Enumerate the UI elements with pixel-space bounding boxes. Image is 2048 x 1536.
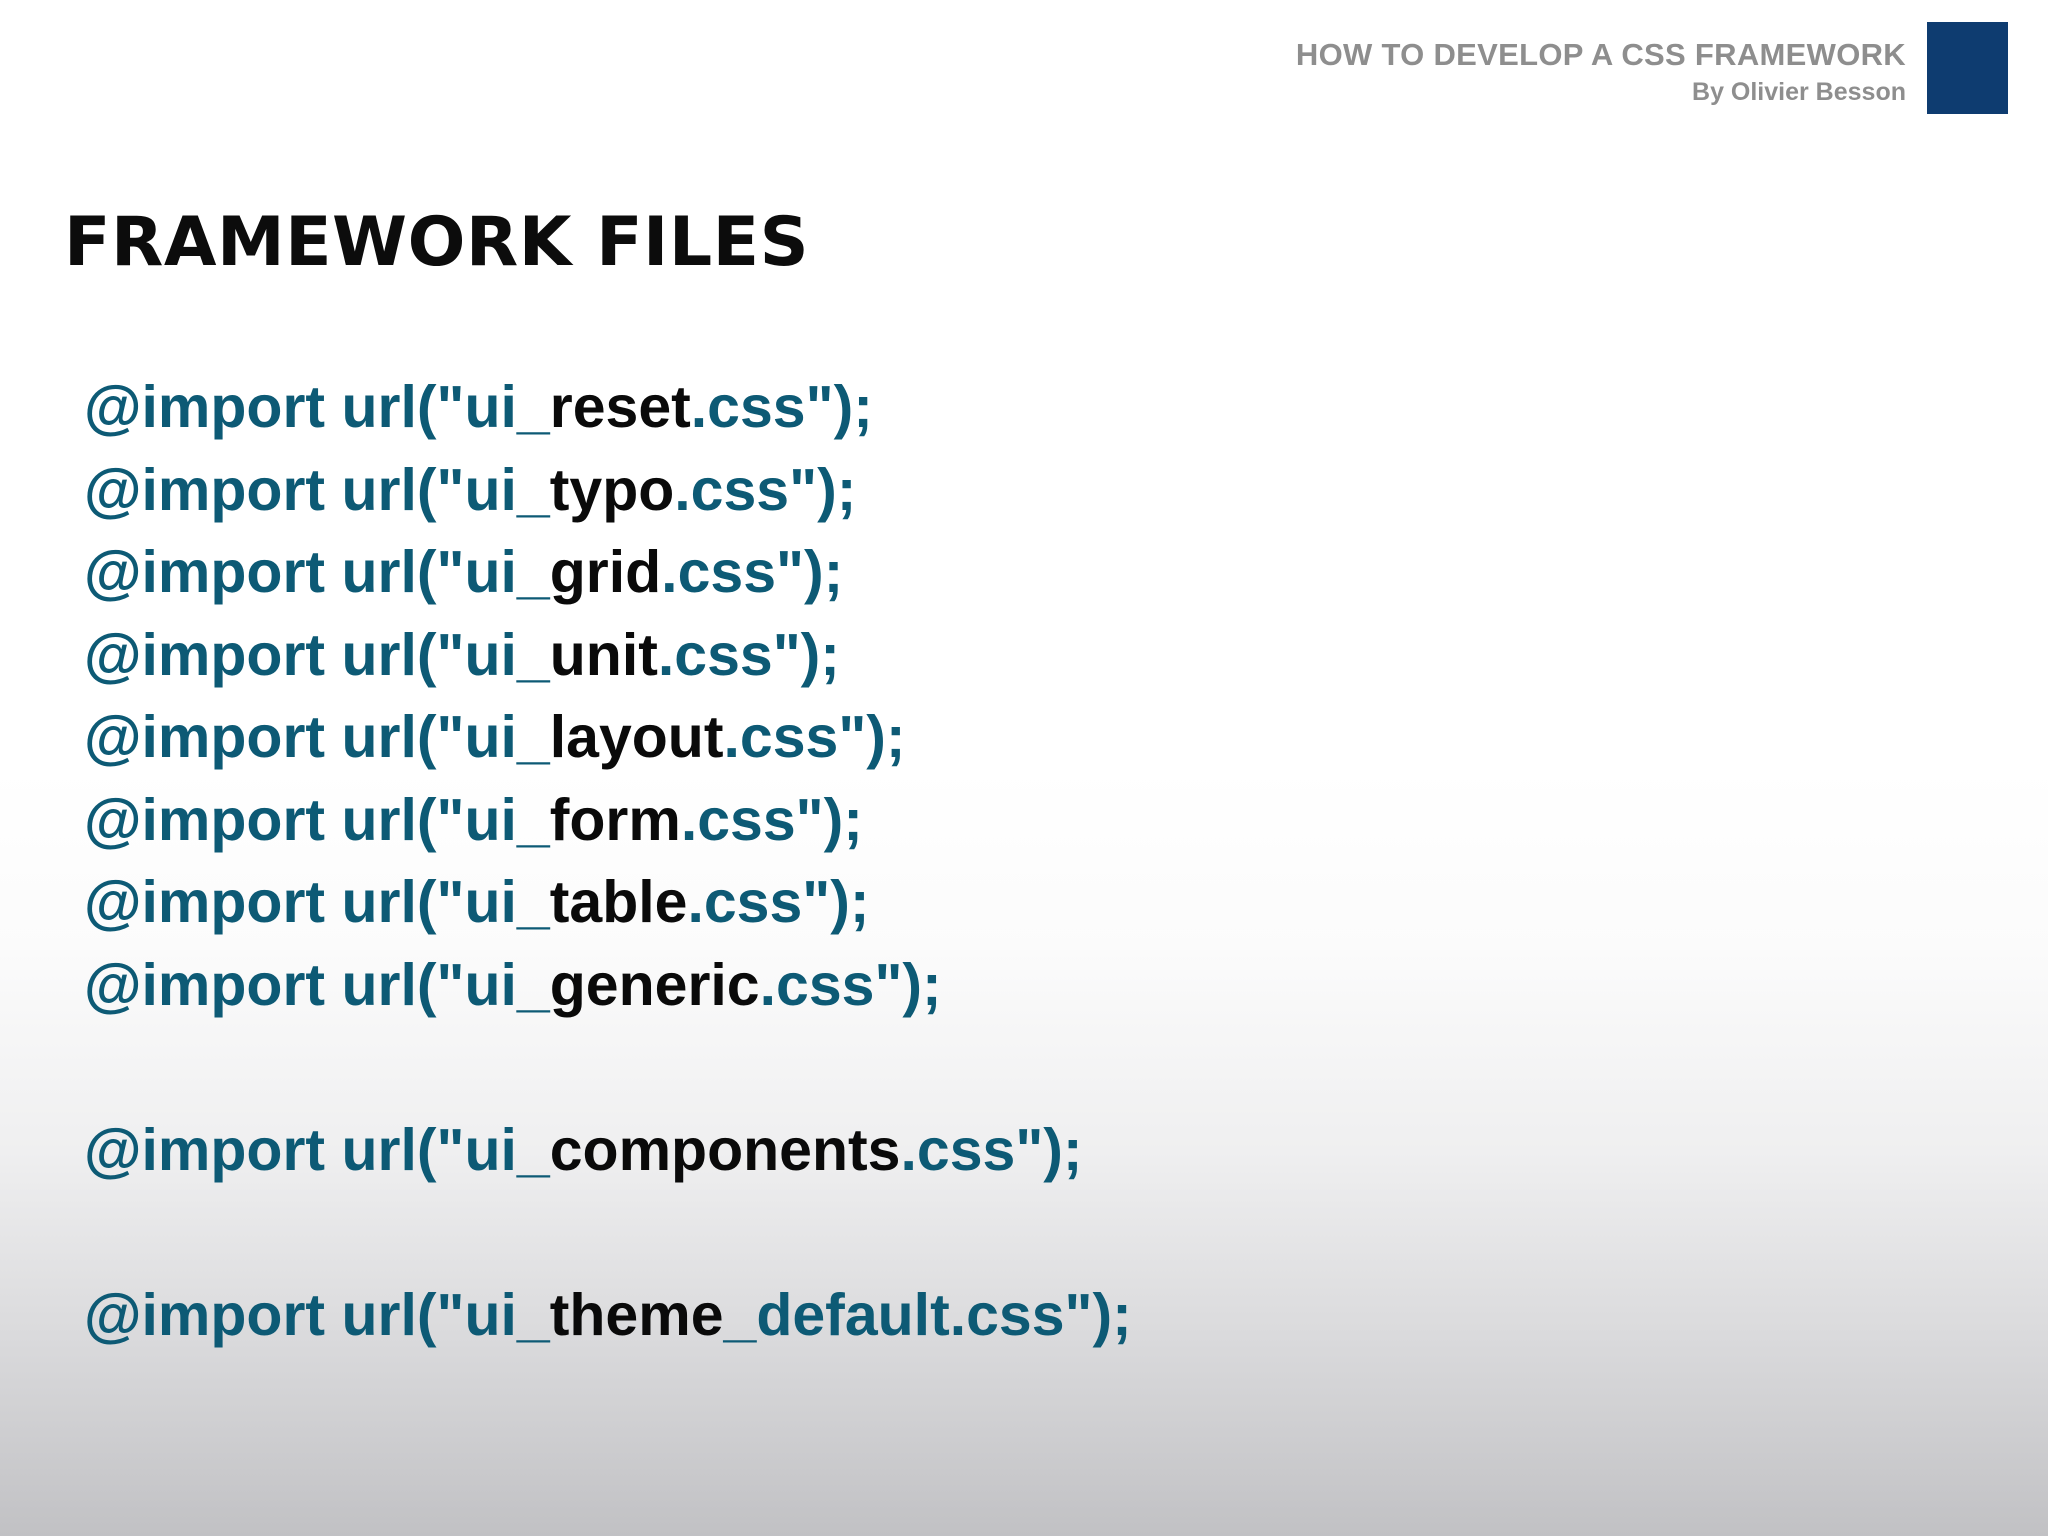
import-suffix: .css"); — [680, 786, 863, 853]
import-line-form: @import url("ui_form.css"); — [84, 779, 1132, 862]
import-suffix: .css"); — [723, 704, 906, 770]
presentation-author: By Olivier Besson — [1692, 78, 1906, 106]
import-filename: generic — [549, 951, 760, 1018]
code-block: @import url("ui_reset.css"); @import url… — [84, 366, 1132, 1356]
import-prefix: @import url("ui_ — [84, 456, 550, 523]
import-suffix: .css"); — [674, 456, 857, 523]
import-prefix: @import url("ui_ — [84, 786, 550, 853]
import-suffix: .css"); — [657, 621, 840, 688]
import-suffix: .css"); — [759, 951, 942, 1018]
import-prefix: @import url("ui_ — [84, 1116, 550, 1183]
import-prefix: @import url("ui_ — [84, 1281, 550, 1348]
import-line-typo: @import url("ui_typo.css"); — [84, 449, 1132, 532]
import-suffix: .css"); — [690, 374, 873, 440]
import-line-theme: @import url("ui_theme_default.css"); — [84, 1274, 1132, 1357]
import-filename: typo — [549, 456, 675, 523]
import-line-reset: @import url("ui_reset.css"); — [84, 366, 1132, 449]
brand-square-logo — [1927, 22, 2008, 114]
import-prefix: @import url("ui_ — [84, 951, 550, 1018]
import-line-unit: @import url("ui_unit.css"); — [84, 614, 1132, 697]
import-suffix: .css"); — [687, 869, 870, 935]
import-line-generic: @import url("ui_generic.css"); — [84, 944, 1132, 1027]
import-filename: table — [549, 869, 688, 935]
import-line-table: @import url("ui_table.css"); — [84, 861, 1132, 944]
presentation-title: HOW TO DEVELOP A CSS FRAMEWORK — [1295, 37, 1906, 72]
import-line-layout: @import url("ui_layout.css"); — [84, 696, 1132, 779]
import-suffix: _default.css"); — [723, 1281, 1132, 1348]
import-filename: components — [549, 1116, 901, 1183]
import-prefix: @import url("ui_ — [84, 869, 550, 935]
header: HOW TO DEVELOP A CSS FRAMEWORK By Olivie… — [1296, 36, 1906, 108]
slide-title: FRAMEWORK FILES — [64, 203, 810, 282]
import-filename: grid — [549, 539, 662, 605]
import-filename: unit — [549, 621, 658, 688]
import-line-components: @import url("ui_components.css"); — [84, 1109, 1132, 1192]
import-prefix: @import url("ui_ — [84, 374, 550, 440]
import-filename: reset — [549, 374, 691, 440]
import-filename: form — [549, 786, 681, 853]
import-filename: theme — [549, 1281, 724, 1348]
import-line-grid: @import url("ui_grid.css"); — [84, 531, 1132, 614]
import-prefix: @import url("ui_ — [84, 704, 550, 770]
import-prefix: @import url("ui_ — [84, 621, 550, 688]
import-suffix: .css"); — [661, 539, 844, 605]
import-prefix: @import url("ui_ — [84, 539, 550, 605]
import-suffix: .css"); — [900, 1116, 1083, 1183]
import-filename: layout — [549, 704, 724, 770]
